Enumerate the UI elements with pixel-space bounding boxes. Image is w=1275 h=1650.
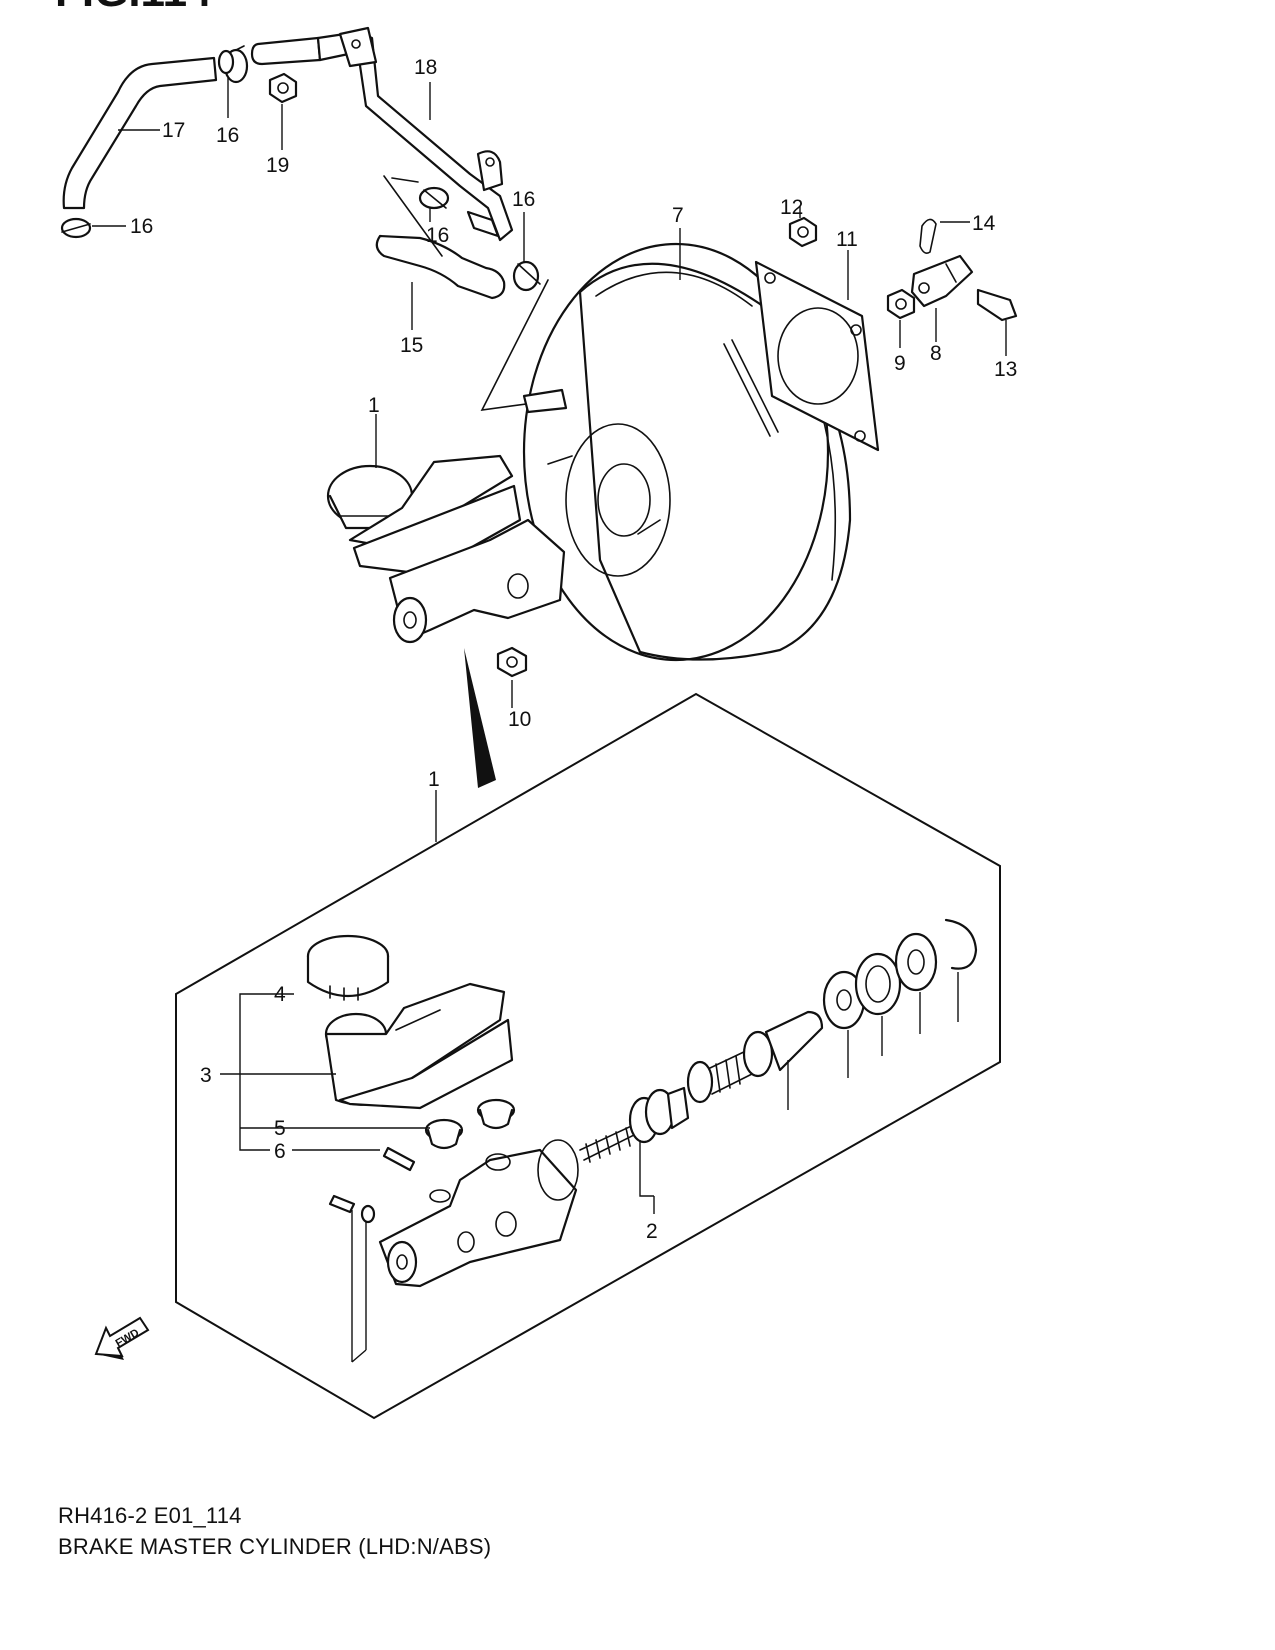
callout-11: 11 — [836, 228, 858, 251]
pin-part-6 — [382, 1146, 416, 1172]
callout-2: 2 — [646, 1220, 658, 1243]
grommet-part-5a — [424, 1118, 464, 1150]
grommet-part-5b — [476, 1098, 516, 1130]
callout-6: 6 — [274, 1140, 286, 1163]
callout-16c: 16 — [426, 224, 449, 247]
callout-7: 7 — [672, 204, 684, 227]
callout-16a: 16 — [216, 124, 239, 147]
nut-part-19 — [268, 72, 298, 104]
nut-part-9 — [886, 288, 916, 320]
callout-3: 3 — [200, 1064, 212, 1087]
nut-part-10 — [496, 646, 528, 678]
exploded-detail-frame — [175, 692, 1001, 1420]
callout-10: 10 — [508, 708, 531, 731]
reservoir-cap-part-4 — [306, 934, 390, 1001]
vacuum-hose-part-17 — [62, 56, 218, 210]
pin-part-13 — [976, 288, 1018, 322]
gasket-part-11 — [754, 260, 880, 452]
spacer-ring — [894, 932, 938, 992]
snap-ring — [944, 918, 978, 970]
hose-clamp-part-16d — [60, 217, 92, 239]
callout-8: 8 — [930, 342, 942, 365]
callout-16d: 16 — [512, 188, 535, 211]
callout-13: 13 — [994, 358, 1017, 381]
clip-part-14 — [919, 218, 937, 254]
diagram-title: BRAKE MASTER CYLINDER (LHD:N/ABS) — [58, 1534, 492, 1559]
callout-19: 19 — [266, 154, 289, 177]
screw-and-washer — [328, 1194, 376, 1224]
callout-4: 4 — [274, 983, 286, 1006]
fwd-arrow-icon: FWD — [94, 1316, 150, 1360]
figure-label: FIG.114 — [55, 0, 212, 16]
seal-ring — [854, 952, 902, 1016]
nut-part-12 — [788, 216, 818, 248]
callout-1-box: 1 — [428, 768, 440, 791]
callout-17: 17 — [162, 119, 185, 142]
vacuum-pipe-part-18 — [316, 26, 514, 242]
primary-piston-assembly — [686, 1010, 824, 1104]
callout-1-top: 1 — [368, 394, 380, 417]
vacuum-hose-part-15 — [375, 234, 506, 300]
master-cylinder-assembly-part-1 — [326, 454, 566, 644]
clevis-part-8 — [910, 254, 974, 308]
hose-clamp-part-16c — [512, 260, 541, 292]
callout-9: 9 — [894, 352, 906, 375]
callout-18: 18 — [414, 56, 437, 79]
detail-pointer — [464, 648, 496, 788]
short-hose-segment — [250, 36, 322, 66]
hose-clamp-part-16a — [217, 45, 249, 84]
reservoir-part-3 — [324, 982, 514, 1110]
hose-clamp-part-16b — [418, 186, 450, 210]
brake-booster-part-7 — [522, 242, 852, 662]
callout-16b: 16 — [130, 215, 153, 238]
cylinder-body — [378, 1148, 578, 1288]
diagram-code: RH416-2 E01_114 — [58, 1503, 242, 1528]
callout-14: 14 — [972, 212, 996, 235]
secondary-piston-spring — [579, 1086, 690, 1163]
callout-12: 12 — [780, 196, 803, 219]
callout-5: 5 — [274, 1117, 286, 1140]
callout-15: 15 — [400, 334, 423, 357]
